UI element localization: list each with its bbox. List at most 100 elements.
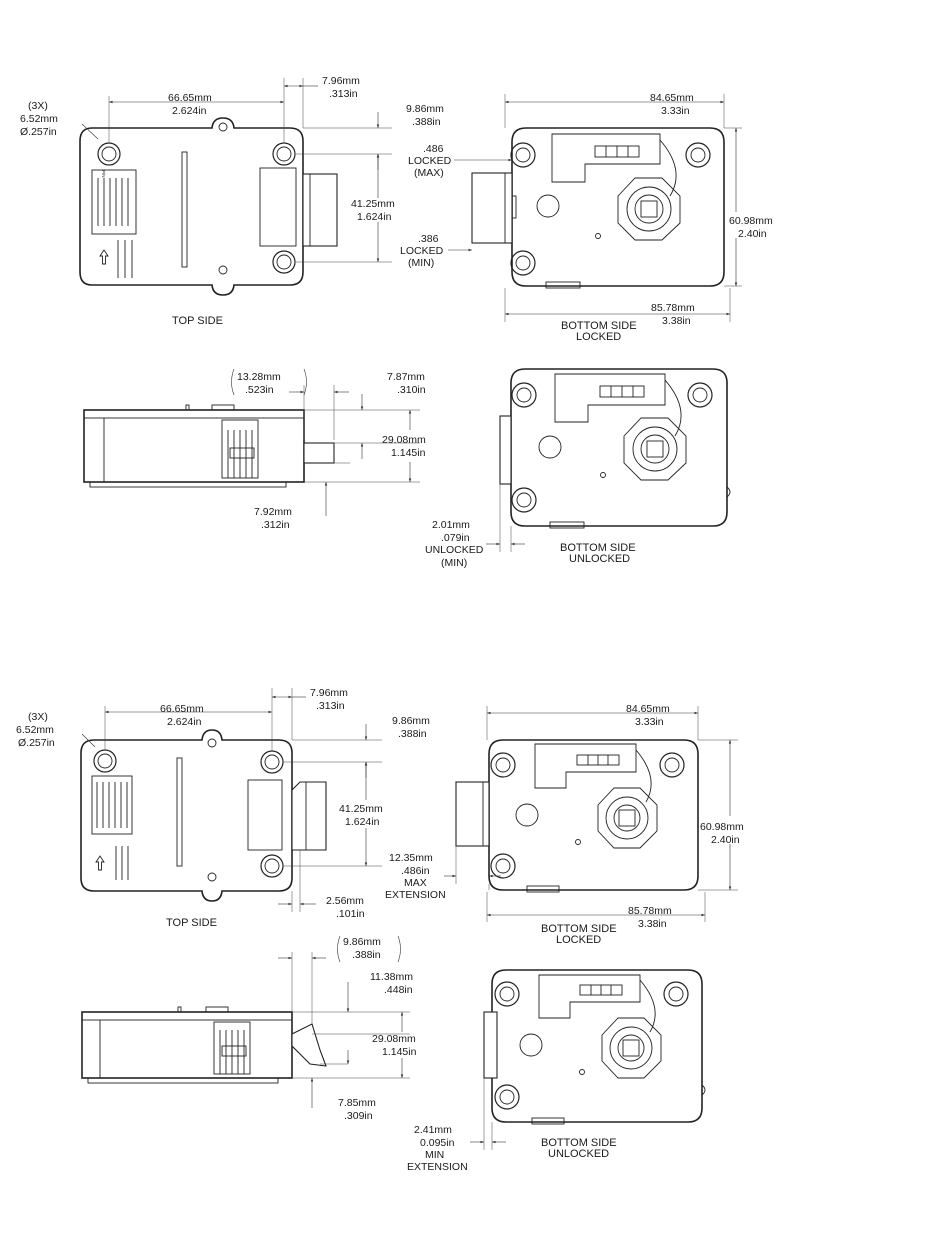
- side-body: [83, 409, 305, 483]
- bolt-side: [303, 442, 335, 464]
- mounting-hole: [272, 250, 296, 274]
- hole-spacing-in: 2.624in: [167, 716, 202, 728]
- bottom-unlocked-caption-line2: UNLOCKED: [548, 1148, 609, 1160]
- unlocked-gap-label: UNLOCKED: [425, 544, 484, 556]
- bottom-side-unlocked-view-2: 2.41mm 0.095in MIN EXTENSION BOTTOM SIDE…: [407, 969, 706, 1173]
- bottom-unlocked-caption-line2: UNLOCKED: [569, 553, 630, 565]
- width-mm: 84.65mm: [650, 92, 694, 104]
- bolt-offset-mm: 7.96mm: [322, 75, 360, 87]
- height-mm: 60.98mm: [729, 215, 773, 227]
- bottom-side-locked-view-1: 84.65mm 3.33in 60.98mm 2.40in 85.78mm 3.…: [400, 92, 773, 343]
- side-bottom-in: .309in: [344, 1110, 373, 1122]
- side-view-2: 9.86mm .388in 11.38mm .448in 29.08mm 1.1…: [81, 935, 417, 1122]
- side-bottom-mm: 7.92mm: [254, 506, 292, 518]
- top-side-caption: TOP SIDE: [172, 315, 223, 327]
- mounting-hole: [97, 142, 121, 166]
- hole-vertical-in: 1.624in: [357, 211, 392, 223]
- top-side-view-2: (3X) 6.52mm Ø.257in 66.65mm 2.624in 7.96…: [16, 687, 430, 929]
- bolt-length-in: .523in: [245, 384, 274, 396]
- locked-max-value: .486: [423, 143, 444, 155]
- hole-to-edge-mm: 9.86mm: [406, 103, 444, 115]
- unlocked-gap-label: MIN: [425, 1149, 444, 1161]
- unlocked-gap-mm: 2.41mm: [414, 1124, 452, 1136]
- section-2: (3X) 6.52mm Ø.257in 66.65mm 2.624in 7.96…: [16, 687, 744, 1173]
- side-bottom-in: .312in: [261, 519, 290, 531]
- hole-diameter-in: Ø.257in: [20, 126, 57, 138]
- hole-spacing-in: 2.624in: [172, 105, 207, 117]
- bolt-offset-mm: 7.96mm: [310, 687, 348, 699]
- top-side-view-1: P/N: [20, 75, 444, 327]
- bolt-offset-in: .313in: [329, 88, 358, 100]
- side-height-mm: 29.08mm: [372, 1033, 416, 1045]
- lock-body-outline: [510, 368, 728, 527]
- locked-max-note: (MAX): [414, 167, 444, 179]
- width-in: 3.33in: [635, 716, 664, 728]
- hole-diameter-mm: 6.52mm: [16, 724, 54, 736]
- height-in: 2.40in: [738, 228, 767, 240]
- side-height-in: 1.145in: [382, 1046, 417, 1058]
- height-in: 2.40in: [711, 834, 740, 846]
- side-bottom-mm: 7.85mm: [338, 1097, 376, 1109]
- overall-width-mm: 85.78mm: [628, 905, 672, 917]
- arrow-up-icon: [99, 249, 109, 265]
- hole-vertical-in: 1.624in: [345, 816, 380, 828]
- bolt-top-view: [302, 173, 338, 247]
- side-height-mm: 29.08mm: [382, 434, 426, 446]
- hole-diameter-mm: 6.52mm: [20, 113, 58, 125]
- bottom-unlocked-caption-line1: BOTTOM SIDE: [541, 1137, 617, 1149]
- bolt-top-mm: 7.87mm: [387, 371, 425, 383]
- hole-count-label: (3X): [28, 100, 48, 112]
- bolt-unlocked: [499, 415, 512, 485]
- locked-min-note: (MIN): [408, 257, 434, 269]
- lock-body-outline: [79, 117, 304, 296]
- lock-body-outline: [491, 969, 703, 1123]
- bottom-locked-caption-line1: BOTTOM SIDE: [541, 923, 617, 935]
- max-extension-note: EXTENSION: [385, 889, 446, 901]
- bolt-length-mm: 13.28mm: [237, 371, 281, 383]
- bolt-length-in: .388in: [352, 949, 381, 961]
- side-view-1: 13.28mm .523in 7.87mm .310in 29.08mm 1.1…: [83, 368, 426, 531]
- arrow-up-icon: [95, 855, 105, 871]
- bolt-top-view: [291, 781, 327, 851]
- bottom-side-locked-view-2: 84.65mm 3.33in 60.98mm 2.40in 85.78mm 3.…: [385, 703, 744, 946]
- overall-width-mm: 85.78mm: [651, 302, 695, 314]
- hole-to-edge-in: .388in: [398, 728, 427, 740]
- bolt-unlocked: [483, 1011, 498, 1079]
- max-extension-mm: 12.35mm: [389, 852, 433, 864]
- bolt-side-beveled: [291, 1023, 327, 1067]
- hole-count-label: (3X): [28, 711, 48, 723]
- bottom-locked-caption-line2: LOCKED: [576, 331, 621, 343]
- mounting-hole: [272, 142, 296, 166]
- bolt-gap-mm: 2.56mm: [326, 895, 364, 907]
- overall-width-in: 3.38in: [638, 918, 667, 930]
- bolt-locked: [471, 172, 513, 244]
- bolt-offset-in: .313in: [316, 700, 345, 712]
- section-1: P/N: [20, 75, 773, 569]
- bolt-top-in: .448in: [384, 984, 413, 996]
- locked-min-value: .386: [418, 233, 439, 245]
- bottom-side-unlocked-view-1: 2.01mm .079in UNLOCKED (MIN) BOTTOM SIDE…: [425, 368, 731, 569]
- bolt-length-mm: 9.86mm: [343, 936, 381, 948]
- hole-diameter-in: Ø.257in: [18, 737, 55, 749]
- label-line: P/N: [101, 170, 106, 178]
- hole-vertical-mm: 41.25mm: [351, 198, 395, 210]
- top-side-caption: TOP SIDE: [166, 917, 217, 929]
- bolt-locked: [455, 781, 490, 847]
- unlocked-gap-in: 0.095in: [420, 1137, 455, 1149]
- bolt-top-in: .310in: [397, 384, 426, 396]
- width-in: 3.33in: [661, 105, 690, 117]
- lock-body-outline: [488, 739, 699, 891]
- unlocked-gap-mm: 2.01mm: [432, 519, 470, 531]
- bottom-locked-caption-line1: BOTTOM SIDE: [561, 320, 637, 332]
- hole-to-edge-in: .388in: [412, 116, 441, 128]
- unlocked-gap-note: EXTENSION: [407, 1161, 468, 1173]
- part-label: [91, 169, 137, 235]
- unlocked-gap-note: (MIN): [441, 557, 467, 569]
- hole-to-edge-mm: 9.86mm: [392, 715, 430, 727]
- bottom-locked-caption-line2: LOCKED: [556, 934, 601, 946]
- hole-spacing-mm: 66.65mm: [168, 92, 212, 104]
- hole-vertical-mm: 41.25mm: [339, 803, 383, 815]
- side-height-in: 1.145in: [391, 447, 426, 459]
- max-extension-label: MAX: [404, 877, 427, 889]
- unlocked-gap-in: .079in: [441, 532, 470, 544]
